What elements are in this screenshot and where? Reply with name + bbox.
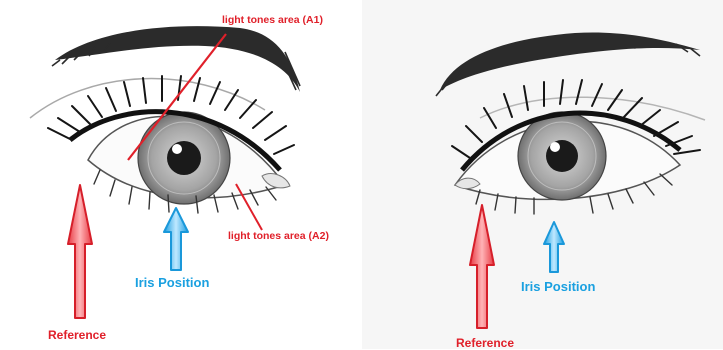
label-iris-position-right: Iris Position bbox=[521, 280, 595, 293]
left-eye bbox=[30, 26, 300, 213]
left-eyebrow bbox=[55, 26, 300, 92]
left-pupil-highlight bbox=[172, 144, 182, 154]
left-pupil bbox=[167, 141, 201, 175]
label-reference-right: Reference bbox=[456, 337, 514, 349]
label-light-tones-a2: light tones area (A2) bbox=[228, 231, 329, 242]
label-reference-left: Reference bbox=[48, 329, 106, 341]
arrow-reference-left bbox=[68, 185, 92, 318]
label-light-tones-a1: light tones area (A1) bbox=[222, 15, 323, 26]
label-iris-position-left: Iris Position bbox=[135, 276, 209, 289]
right-pupil-highlight bbox=[550, 142, 560, 152]
arrow-iris-left bbox=[164, 208, 188, 270]
